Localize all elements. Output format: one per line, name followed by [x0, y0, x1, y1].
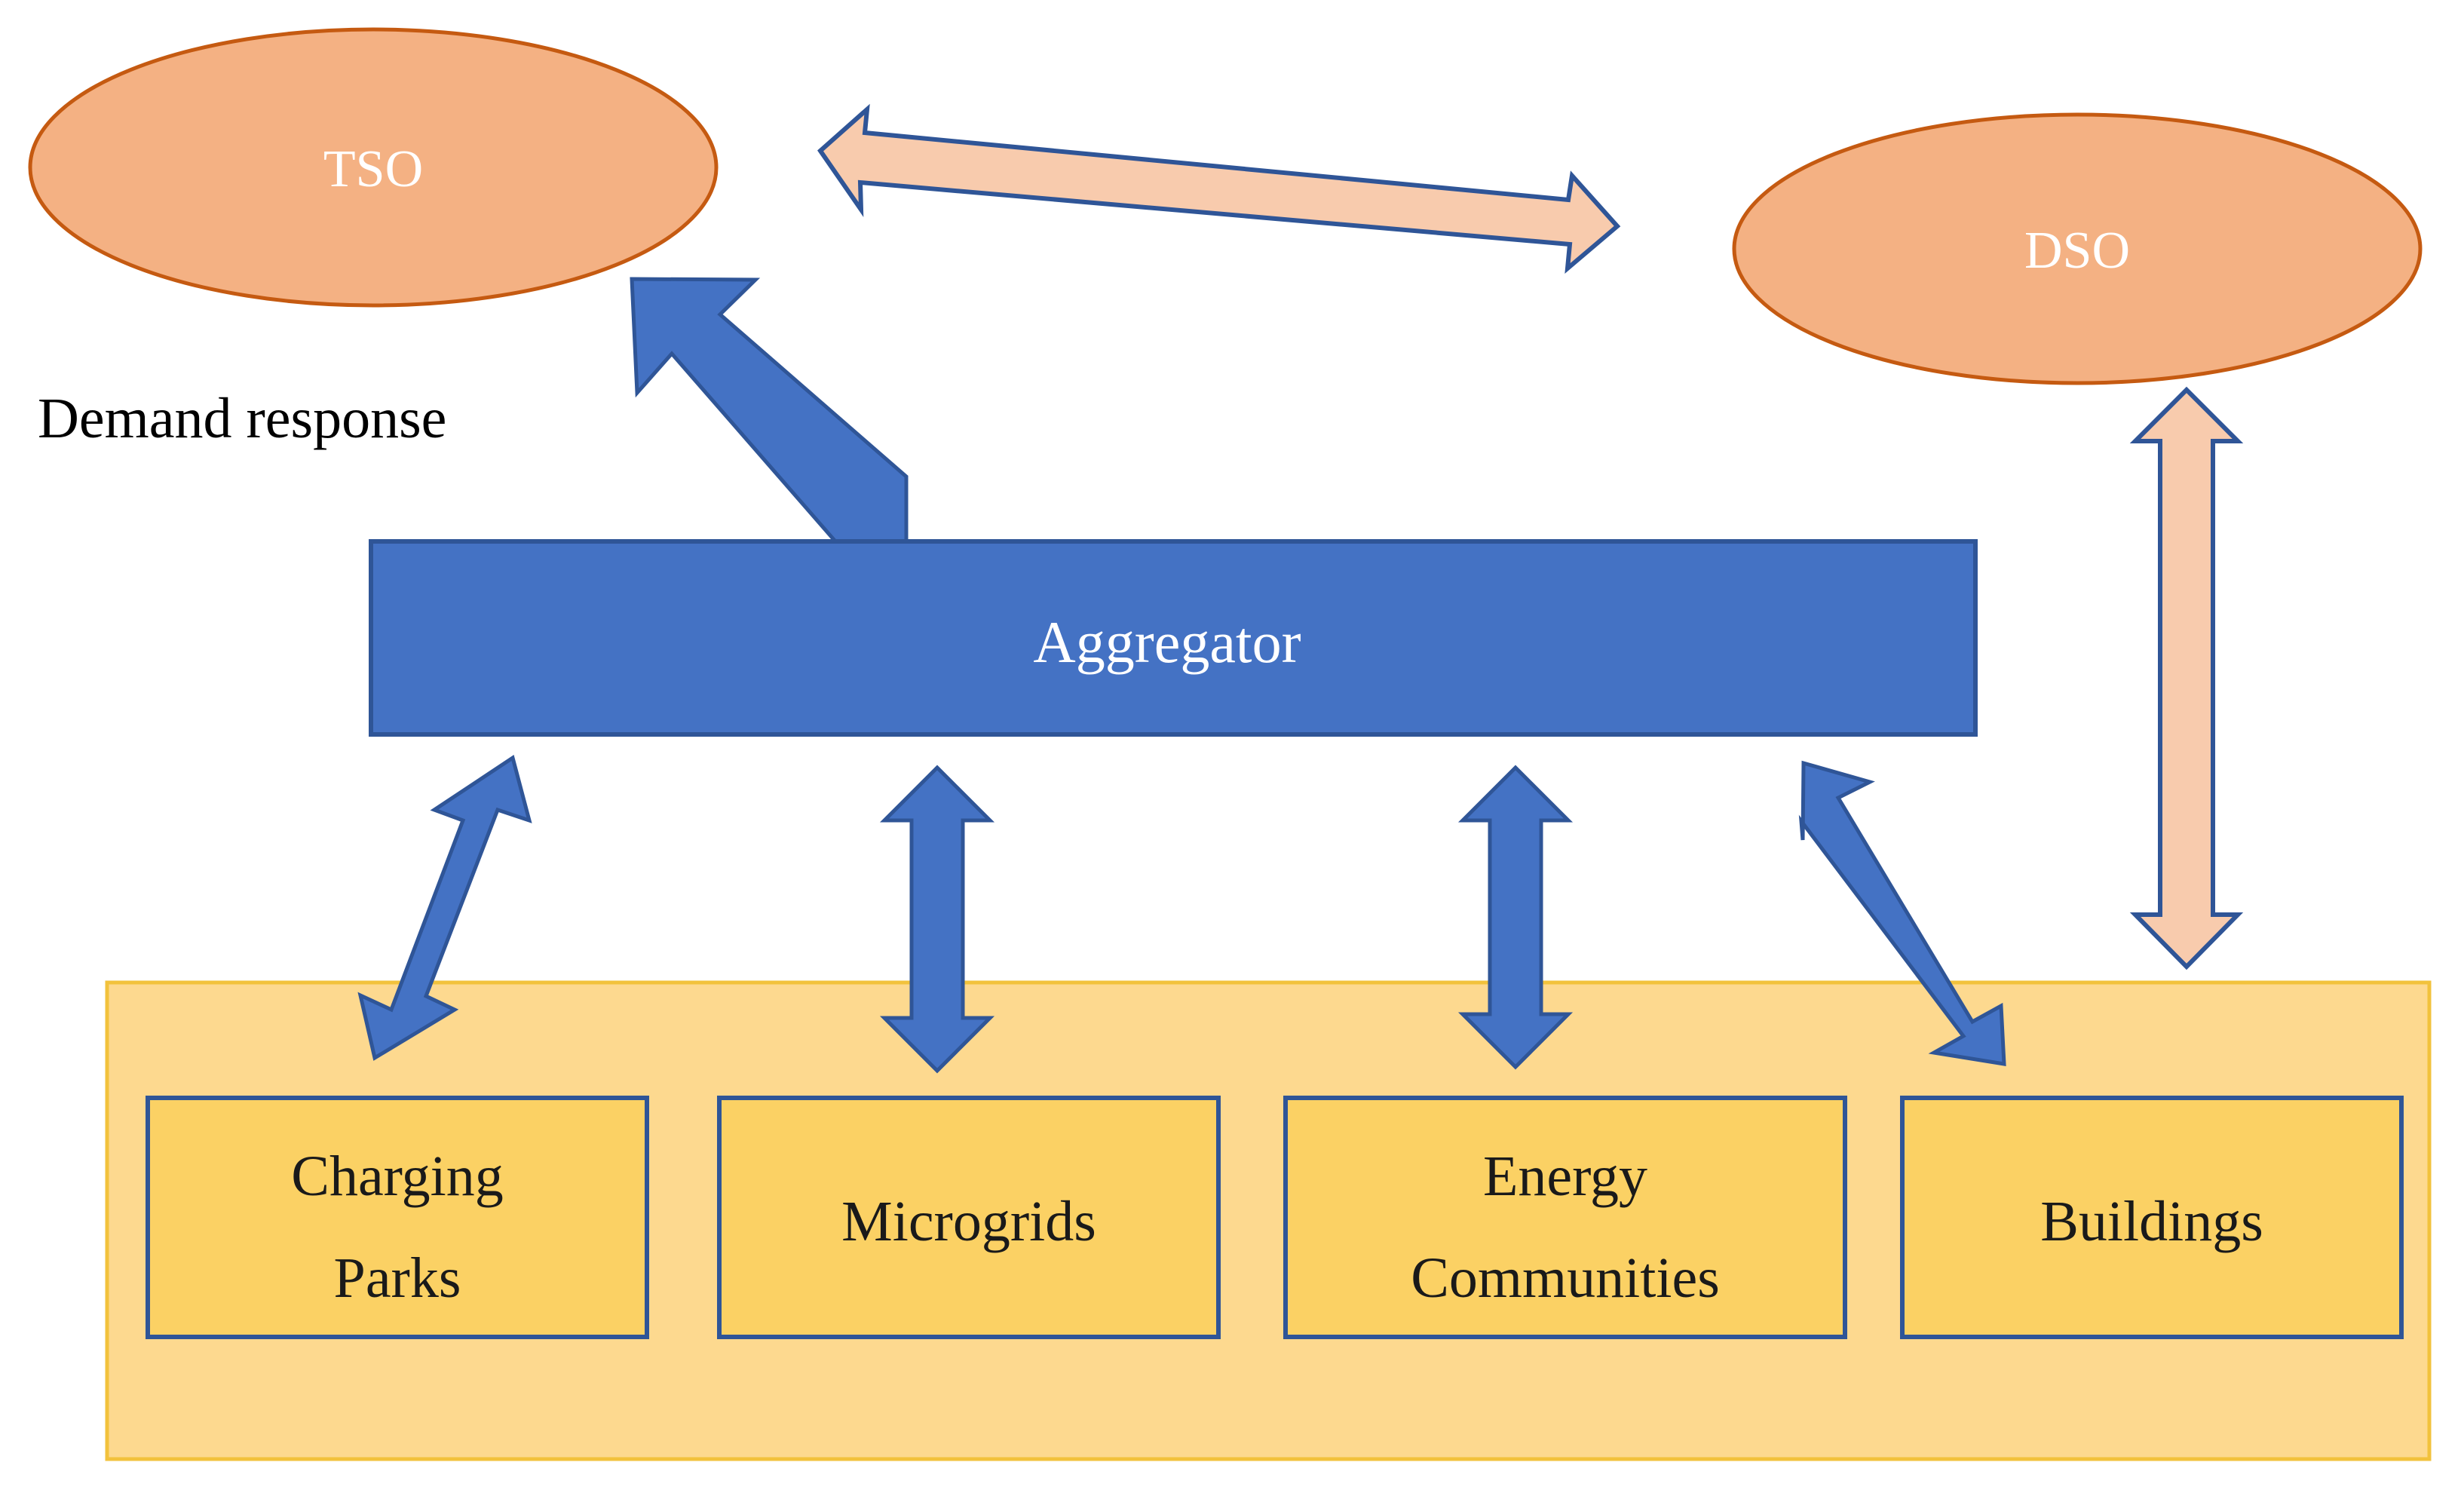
aggregator-buildings-arrow [1798, 760, 2006, 1066]
buildings-rect [1900, 1096, 2404, 1339]
energy-communities-label-line1: Energy [1483, 1145, 1647, 1208]
tso-dso-arrow [817, 103, 1621, 274]
aggregator-node: Aggregator [369, 539, 1978, 737]
tso-ellipse [28, 27, 719, 308]
energy-communities-label-line2: Communities [1411, 1246, 1720, 1310]
energy-communities-box: Energy Communities [1283, 1096, 1847, 1339]
buildings-box: Buildings [1900, 1096, 2404, 1339]
dso-node: DSO [1732, 112, 2423, 385]
energy-communities-rect [1283, 1096, 1847, 1339]
aggregator-microgrids-arrow [879, 765, 995, 1074]
microgrids-rect [717, 1096, 1221, 1339]
aggregator-bar [369, 539, 1978, 737]
aggregator-energy-communities-arrow [1457, 765, 1574, 1070]
demand-response-label: Demand response [38, 387, 446, 450]
aggregator-charging-parks-arrow [357, 754, 532, 1061]
tso-label: TSO [323, 140, 423, 198]
tso-aggregator-arrow [630, 277, 909, 544]
microgrids-box: Microgrids [717, 1096, 1221, 1339]
charging-parks-rect [146, 1096, 649, 1339]
charging-parks-box: Charging Parks [146, 1096, 649, 1339]
microgrids-label: Microgrids [841, 1190, 1096, 1253]
aggregator-label: Aggregator [1033, 609, 1301, 675]
charging-parks-label-line2: Parks [334, 1246, 461, 1310]
dso-ellipse [1732, 112, 2423, 385]
dso-label: DSO [2024, 222, 2130, 280]
tso-node: TSO [28, 27, 719, 308]
buildings-label: Buildings [2040, 1190, 2263, 1253]
dso-buildings-arrow [2129, 386, 2244, 970]
charging-parks-label-line1: Charging [291, 1145, 503, 1208]
